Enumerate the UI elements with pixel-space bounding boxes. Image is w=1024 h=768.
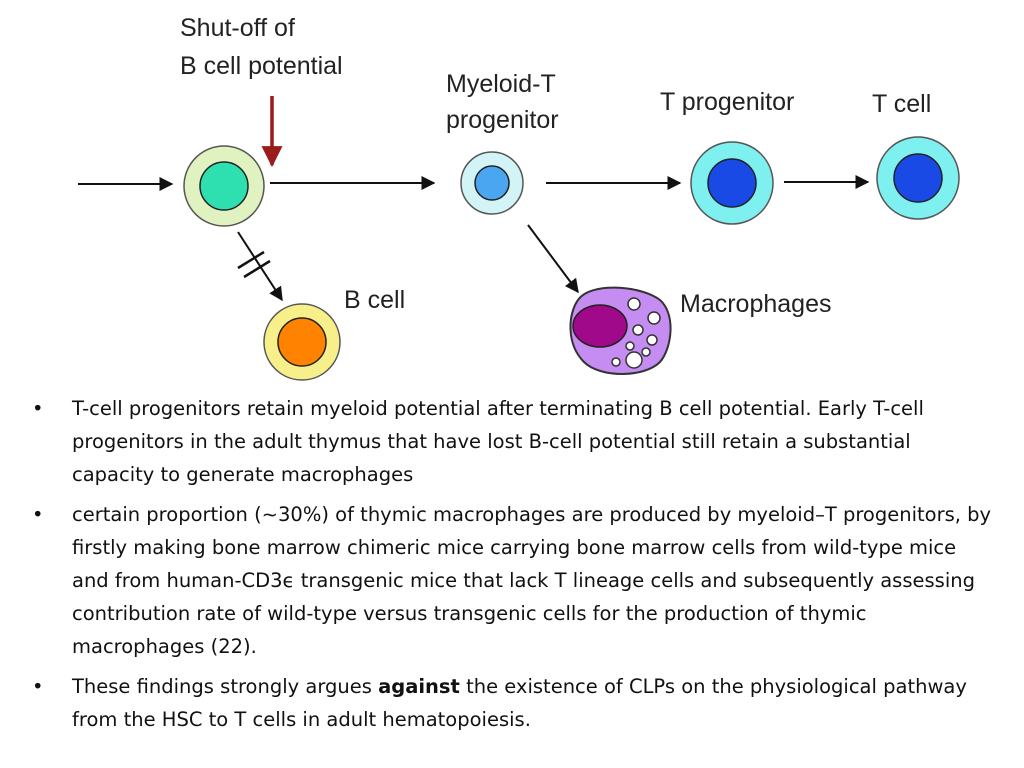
- myeloid-t-label-line1: Myeloid-T: [446, 70, 556, 98]
- myeloid-t-progenitor-cell: [460, 151, 524, 215]
- bullet-text-3-post: the existence of CLPs on the physiologic…: [72, 675, 967, 731]
- cell-lineage-diagram: [78, 96, 960, 381]
- macrophage-vacuoles: [611, 297, 661, 369]
- t-progenitor-cell: [690, 141, 774, 225]
- macrophages-label: Macrophages: [680, 290, 832, 318]
- block-bar-1: [237, 250, 265, 270]
- bullet-marker: •: [32, 503, 44, 526]
- bullet-list: • T-cell progenitors retain myeloid pote…: [32, 392, 992, 743]
- bullet-text-3-emphasis: against: [378, 675, 460, 698]
- b-cell-label: B cell: [344, 286, 406, 314]
- bullet-item-2: • certain proportion (∼30%) of thymic ma…: [32, 498, 992, 663]
- bullet-marker: •: [32, 675, 44, 698]
- bullet-marker: •: [32, 397, 44, 420]
- block-bar-2: [243, 259, 271, 279]
- bullet-item-1: • T-cell progenitors retain myeloid pote…: [32, 392, 992, 491]
- t-cell: [876, 136, 960, 220]
- shutoff-label-line1: Shut-off of: [180, 14, 295, 42]
- bullet-text-2: certain proportion (∼30%) of thymic macr…: [72, 503, 992, 658]
- arrow-to-macrophages: [527, 224, 579, 294]
- early-progenitor-cell: [183, 145, 265, 227]
- t-progenitor-label: T progenitor: [660, 88, 795, 116]
- b-cell: [263, 303, 341, 381]
- shutoff-label-line2: B cell potential: [180, 52, 343, 80]
- t-cell-label: T cell: [872, 90, 932, 118]
- bullet-text-1: T-cell progenitors retain myeloid potent…: [72, 397, 924, 486]
- myeloid-t-label-line2: progenitor: [446, 106, 559, 134]
- macrophage-cell: [569, 286, 672, 375]
- bullet-item-3: • These findings strongly argues against…: [32, 670, 992, 736]
- bullet-text-3-pre: These findings strongly argues: [72, 675, 379, 698]
